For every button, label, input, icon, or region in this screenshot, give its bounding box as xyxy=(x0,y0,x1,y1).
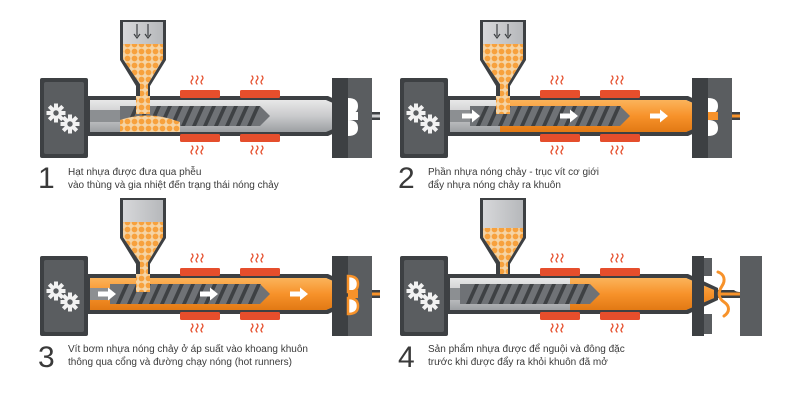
heater-band-top xyxy=(240,90,280,98)
heater-band-bottom xyxy=(240,312,280,320)
gear-icon xyxy=(60,114,80,134)
mold xyxy=(692,78,732,158)
flow-arrow-icon xyxy=(98,287,116,301)
step-4-caption-line1: Sản phẩm nhựa được để nguội và đông đặc xyxy=(428,344,625,355)
heat-wave-icon xyxy=(250,253,264,263)
flow-arrow-icon xyxy=(462,109,480,123)
machine-step-3 xyxy=(40,198,380,336)
heat-wave-icon xyxy=(250,145,264,155)
heater-band-bottom xyxy=(240,134,280,142)
flow-arrow-icon xyxy=(650,109,668,123)
heat-wave-icon xyxy=(190,145,204,155)
mold xyxy=(332,256,372,336)
heat-wave-icon xyxy=(610,253,624,263)
step-1-number: 1 xyxy=(38,162,55,195)
mold xyxy=(692,256,762,336)
plastic-pellets xyxy=(123,222,163,274)
heater-band-top xyxy=(600,268,640,276)
step-4-caption-line2: trước khi được đẩy ra khỏi khuôn đã mở xyxy=(428,357,608,368)
heater-band-bottom xyxy=(600,312,640,320)
gear-icon xyxy=(46,103,66,123)
gear-icon xyxy=(406,103,426,123)
heater-band-top xyxy=(540,268,580,276)
molded-part xyxy=(716,270,730,318)
molded-part xyxy=(346,274,360,294)
step-2-caption-line1: Phần nhựa nóng chảy - trục vít cơ giới xyxy=(428,167,600,178)
heater-band-top xyxy=(600,90,640,98)
heat-wave-icon xyxy=(610,75,624,85)
gear-icon xyxy=(60,292,80,312)
heat-wave-icon xyxy=(550,323,564,333)
heat-wave-icon xyxy=(550,253,564,263)
gear-icon xyxy=(406,281,426,301)
heat-wave-icon xyxy=(610,323,624,333)
flow-arrow-icon xyxy=(290,287,308,301)
flow-arrow-icon xyxy=(200,287,218,301)
hopper xyxy=(120,198,166,292)
step-3-caption-line2: thông qua cổng và đường chạy nóng (hot r… xyxy=(68,357,292,368)
heat-wave-icon xyxy=(190,253,204,263)
plastic-pellets xyxy=(123,44,163,96)
heater-band-top xyxy=(240,268,280,276)
screw xyxy=(90,284,270,304)
gear-icon xyxy=(420,292,440,312)
heat-wave-icon xyxy=(190,75,204,85)
plastic-pellets xyxy=(483,44,523,96)
gear-icon xyxy=(46,281,66,301)
heater-band-top xyxy=(180,268,220,276)
down-arrow-icon xyxy=(133,24,152,39)
hopper xyxy=(120,20,180,132)
step-2-caption-line2: đẩy nhựa nóng chảy ra khuôn xyxy=(428,180,561,191)
hopper xyxy=(480,198,526,274)
mold xyxy=(332,78,372,158)
plastic-pellets xyxy=(483,228,523,274)
heat-wave-icon xyxy=(610,145,624,155)
step-3-number: 3 xyxy=(38,341,55,374)
molten-plastic xyxy=(570,278,714,310)
heat-wave-icon xyxy=(550,145,564,155)
heater-band-bottom xyxy=(180,134,220,142)
heater-band-bottom xyxy=(540,134,580,142)
heater-band-bottom xyxy=(180,312,220,320)
heater-band-bottom xyxy=(600,134,640,142)
heat-wave-icon xyxy=(250,75,264,85)
screw xyxy=(450,284,600,304)
heat-wave-icon xyxy=(190,323,204,333)
heat-wave-icon xyxy=(550,75,564,85)
machine-step-2 xyxy=(400,20,740,158)
gear-icon xyxy=(420,114,440,134)
flow-arrow-icon xyxy=(560,109,578,123)
machine-step-1 xyxy=(40,20,380,158)
heater-band-top xyxy=(540,90,580,98)
machine-step-4 xyxy=(400,198,762,336)
step-3-caption-line1: Vít bơm nhựa nóng chảy ở áp suất vào kho… xyxy=(68,344,308,355)
step-1-caption-line2: vào thùng và gia nhiệt đến trạng thái nó… xyxy=(68,180,279,191)
step-1-caption-line1: Hạt nhựa được đưa qua phễu xyxy=(68,167,202,178)
heater-band-bottom xyxy=(540,312,580,320)
step-4-number: 4 xyxy=(398,341,415,374)
down-arrow-icon xyxy=(493,24,512,39)
heater-band-top xyxy=(180,90,220,98)
step-2-number: 2 xyxy=(398,162,415,195)
heat-wave-icon xyxy=(250,323,264,333)
hopper xyxy=(480,20,526,114)
